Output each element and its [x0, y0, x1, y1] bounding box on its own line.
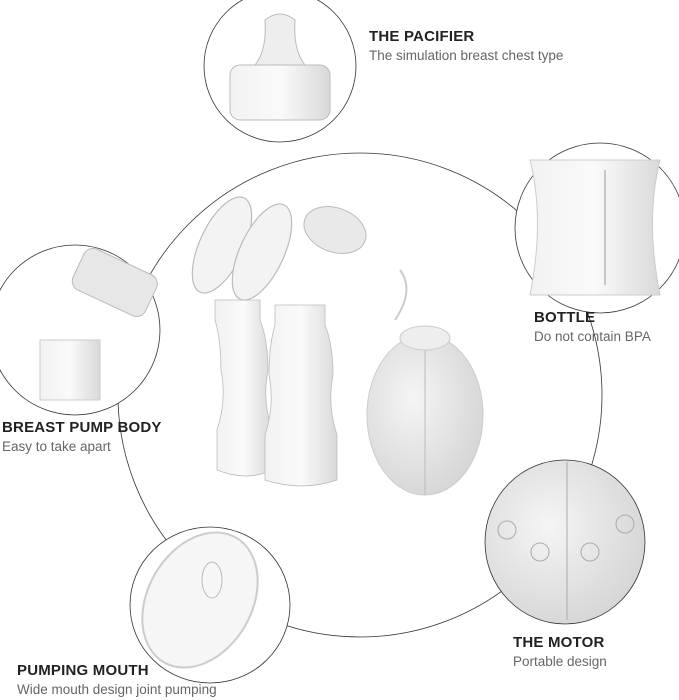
bottle-detail: [514, 142, 679, 314]
pacifier-detail: [203, 0, 357, 143]
pacifier-title: THE PACIFIER: [369, 28, 475, 45]
pumping-mouth-detail: [129, 526, 291, 684]
mouth-title: PUMPING MOUTH: [17, 662, 149, 679]
body-subtitle: Easy to take apart: [2, 439, 111, 454]
motor-subtitle: Portable design: [513, 654, 607, 669]
mouth-subtitle: Wide mouth design joint pumping: [17, 682, 217, 697]
pacifier-subtitle: The simulation breast chest type: [369, 48, 564, 63]
pacifier-label: THE PACIFIER The simulation breast chest…: [369, 28, 563, 63]
mouth-label: PUMPING MOUTH Wide mouth design joint pu…: [17, 662, 217, 697]
pump-body-detail: [0, 244, 161, 416]
motor-label: THE MOTOR Portable design: [513, 634, 607, 669]
bottle-title: BOTTLE: [534, 309, 596, 326]
bottle-label: BOTTLE Do not contain BPA: [534, 309, 651, 344]
motor-title: THE MOTOR: [513, 634, 605, 651]
breast-pump-product: [191, 196, 484, 496]
bottle-subtitle: Do not contain BPA: [534, 329, 651, 344]
motor-detail: [484, 459, 646, 625]
body-label: BREAST PUMP BODY Easy to take apart: [2, 419, 162, 454]
body-title: BREAST PUMP BODY: [2, 419, 162, 436]
